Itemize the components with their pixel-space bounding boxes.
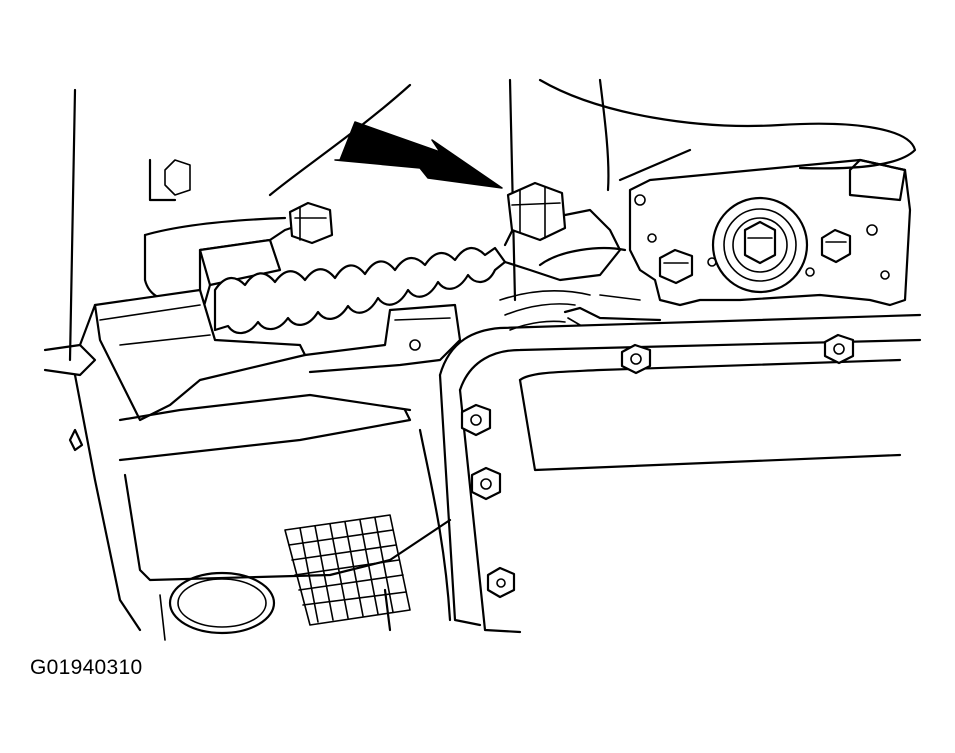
plate-bolt-left	[658, 248, 694, 285]
pan-bolt-4	[470, 466, 502, 501]
pan-bolt-2	[823, 333, 855, 365]
lower-housing	[68, 373, 452, 641]
pan-bolt-1	[620, 343, 652, 375]
pan-bolt-3	[460, 403, 492, 437]
crosshatch-grid	[284, 514, 411, 626]
drain-plug	[168, 571, 276, 635]
plate-bolt-right	[820, 228, 852, 264]
cable-mount-bolt	[288, 201, 334, 245]
pan-bolt-5	[486, 566, 516, 599]
manual-shaft-boss	[711, 196, 809, 294]
shift-cable-boot	[198, 238, 507, 342]
shift-lever-guide	[43, 288, 307, 422]
figure-code: G01940310	[30, 656, 143, 679]
linkage-arm	[563, 306, 662, 326]
pointer-arrow	[334, 121, 503, 189]
cable-nut	[506, 181, 567, 242]
cable-end-bracket	[303, 303, 462, 374]
oil-pan	[438, 313, 922, 634]
